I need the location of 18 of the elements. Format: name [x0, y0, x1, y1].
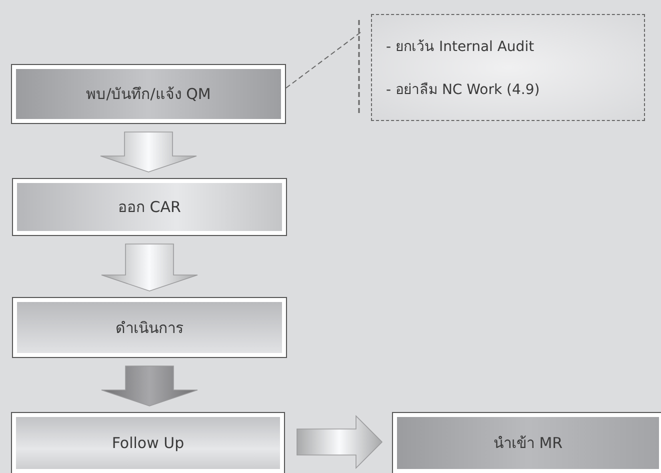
node-text: นำเข้า MR — [493, 433, 563, 454]
block-arrow — [296, 415, 383, 469]
process-box — [392, 412, 661, 473]
process-box — [11, 64, 286, 124]
node-text: Follow Up — [112, 434, 184, 452]
process-box — [11, 412, 285, 473]
node-text: - อย่าลืม NC Work (4.9) — [386, 80, 540, 100]
block-arrow — [100, 132, 197, 172]
note-box — [371, 14, 645, 121]
process-box — [12, 297, 287, 358]
leader-line — [286, 32, 362, 88]
node-text: ออก CAR — [118, 197, 181, 218]
node-text: - ยกเว้น Internal Audit — [386, 38, 534, 58]
block-arrow — [101, 366, 198, 406]
block-arrow — [101, 244, 198, 292]
node-text: พบ/บันทึก/แจ้ง QM — [86, 84, 211, 105]
process-box — [12, 178, 287, 236]
node-text: ดำเนินการ — [116, 318, 184, 338]
